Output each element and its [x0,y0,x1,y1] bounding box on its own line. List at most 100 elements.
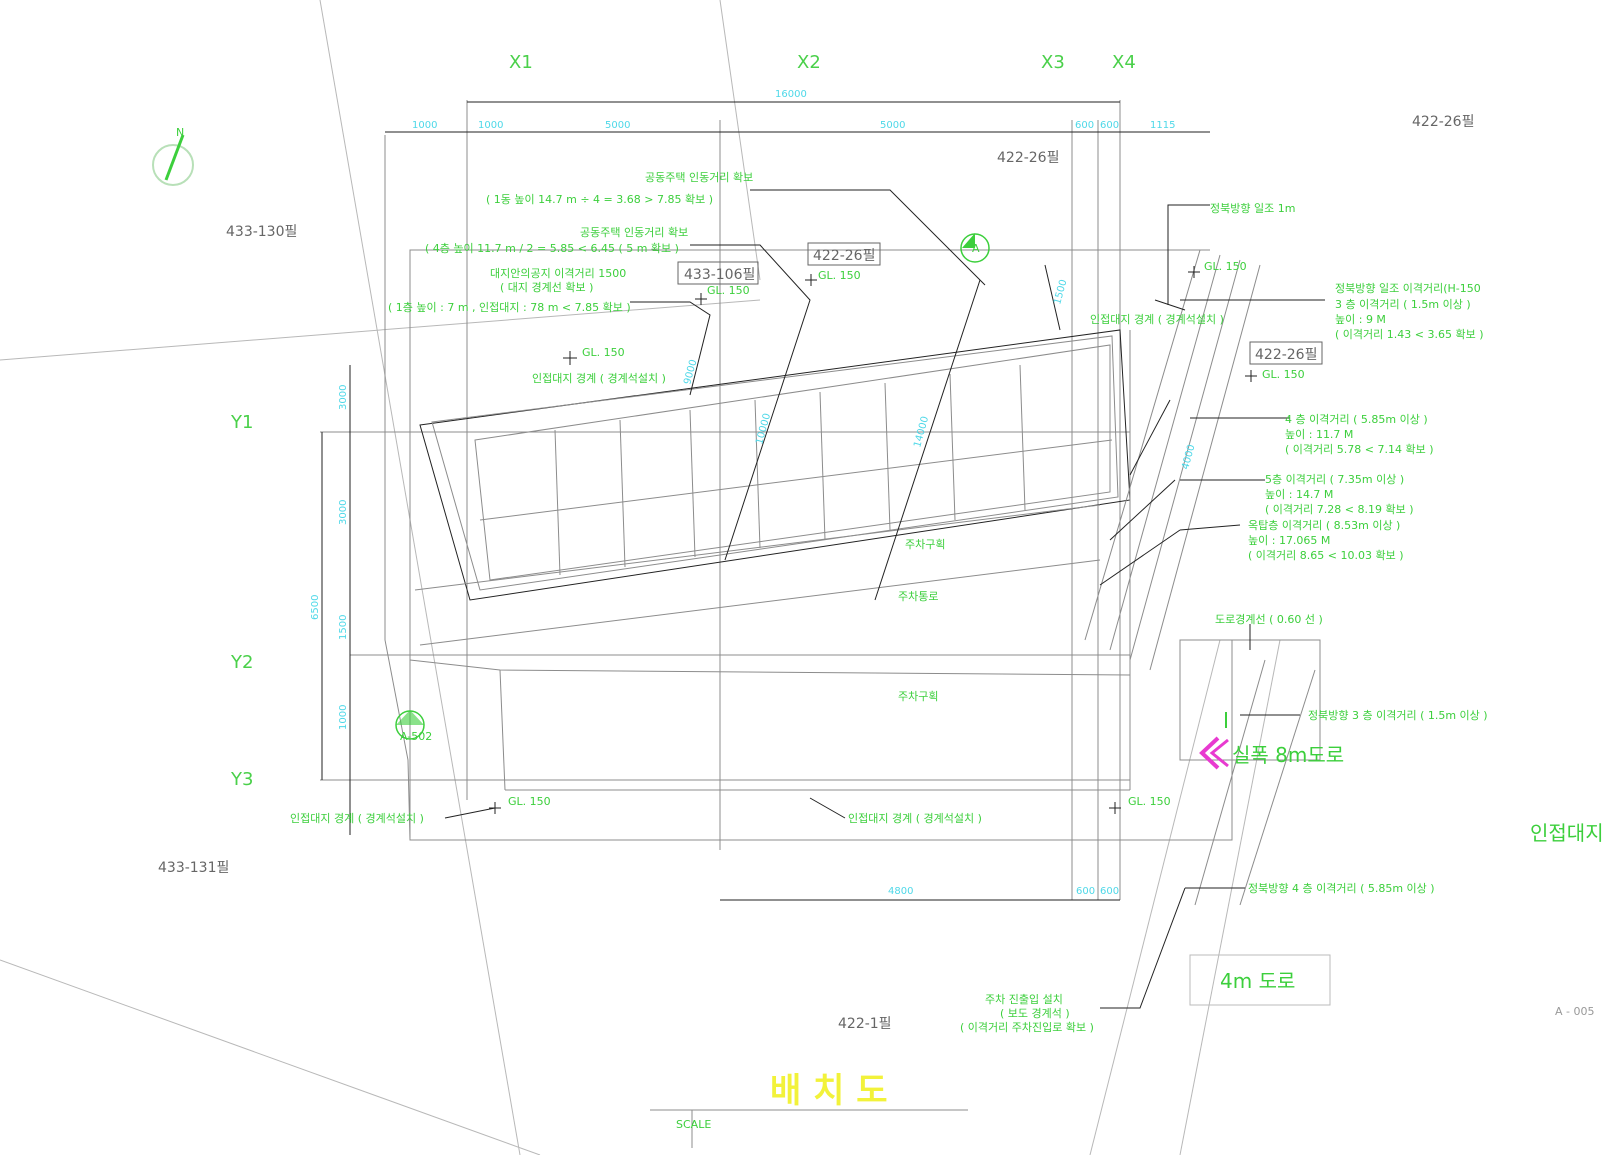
note-9a: 5층 이격거리 ( 7.35m 이상 ) [1265,473,1404,486]
note-3c: ( 1층 높이 : 7 m , 인접대지 : 78 m < 7.85 확보 ) [388,301,631,314]
note-17: 주차구획 [905,538,945,551]
svg-text:A: A [972,242,980,255]
note-9c: ( 이격거리 7.28 < 8.19 확보 ) [1265,503,1413,516]
grid-label-x2: X2 [797,52,821,73]
note-8b: 높이 : 11.7 M [1285,428,1353,441]
gl-label-7: GL. 150 [1128,795,1171,808]
dim-left-4: 1000 [338,705,349,730]
four-m-road-box [1189,954,1331,1006]
lot-422-1: 422-1필 [838,1016,892,1032]
grid-label-y2: Y2 [230,652,253,673]
lot-433-131: 433-131필 [158,860,229,876]
note-12: 정북방향 3 층 이격거리 ( 1.5m 이상 ) [1308,709,1488,722]
grid-labels: X1 X2 X3 X4 Y1 Y2 Y3 [230,52,1136,790]
note-16: 인접대지 경계 ( 경계석설치 ) [848,812,982,825]
gl-label-3: GL. 150 [818,269,861,282]
grid-label-x3: X3 [1041,52,1065,73]
svg-text:A-502: A-502 [400,730,432,743]
note-6: 정북방향 일조 1m [1210,201,1295,215]
note-7b: 3 층 이격거리 ( 1.5m 이상 ) [1335,298,1471,311]
dim-top-overall: 16000 [775,89,807,100]
lot-422-26-box2: 422-26필 [1255,347,1317,363]
note-19: 주차구획 [898,690,938,703]
dim-top-5: 600 [1075,120,1094,131]
dimension-texts: 16000 1000 1000 5000 5000 600 600 1115 4… [310,89,1197,897]
road-direction-arrow-icon [1199,712,1229,770]
note-8a: 4 층 이격거리 ( 5.85m 이상 ) [1285,413,1428,426]
grid-label-y3: Y3 [230,769,253,790]
note-10b: 높이 : 17.065 M [1248,534,1330,547]
gl-label-5: GL. 150 [1262,368,1305,381]
dim-left-3: 1500 [338,615,349,640]
dim-top-3: 5000 [605,120,630,131]
drawing-title: 배 치 도 [770,1071,888,1111]
note-1a: 공동주택 인동거리 확보 [645,171,753,184]
dim-left-2: 3000 [338,500,349,525]
note-7a: 정북방향 일조 이격거리(H-150 [1335,281,1481,295]
grid-label-x4: X4 [1112,52,1136,73]
dim-top-6: 600 [1100,120,1119,131]
lot-box-422-26-b [1249,341,1323,365]
note-15: 인접대지 경계 ( 경계석설치 ) [290,812,424,825]
annotation-notes: 공동주택 인동거리 확보 ( 1동 높이 14.7 m ÷ 4 = 3.68 >… [290,171,1488,1034]
north-arrow-icon: N [152,126,194,186]
dimension-lines [321,101,1210,901]
note-7d: ( 이격거리 1.43 < 3.65 확보 ) [1335,328,1483,341]
note-8c: ( 이격거리 5.78 < 7.14 확보 ) [1285,443,1433,456]
lot-422-26-box1: 422-26필 [813,248,875,264]
note-5: 인접대지 경계 ( 경계석설치 ) [1090,313,1224,326]
gl-label-6: GL. 150 [508,795,551,808]
svg-text:N: N [176,126,184,139]
gl-label-4: GL. 150 [1204,260,1247,273]
lot-433-106-box: 433-106필 [684,267,755,283]
drawing-title-block: 배 치 도 SCALE [650,1071,968,1148]
note-3b: ( 대지 경계선 확보 ) [500,281,593,294]
gl-label-2: GL. 150 [707,284,750,297]
setback-lines [1084,249,1321,906]
note-14a: 주차 진출입 설치 [985,993,1063,1006]
dim-diag-1: 10000 [754,412,773,446]
lot-box-422-26-a [807,242,881,266]
note-11: 도로경계선 ( 0.60 선 ) [1215,613,1323,626]
dim-bottom-3: 600 [1100,886,1119,897]
road-label-4m: 4m 도로 [1220,969,1295,993]
note-1b: ( 1동 높이 14.7 m ÷ 4 = 3.68 > 7.85 확보 ) [486,193,713,206]
note-10c: ( 이격거리 8.65 < 10.03 확보 ) [1248,549,1403,562]
grid-label-y1: Y1 [230,412,253,433]
road-label-east: 실폭 8m도로 [1232,743,1344,767]
note-3a: 대지안의공지 이격거리 1500 [490,267,626,280]
note-13: 정북방향 4 층 이격거리 ( 5.85m 이상 ) [1248,882,1435,895]
leader-lines [444,189,1325,1009]
road-label-right-edge: 인접대지 [1530,821,1604,845]
building-outline [409,329,1131,791]
dim-left-1: 3000 [338,385,349,410]
site-boundary [384,135,1233,841]
dim-top-7: 1115 [1150,120,1175,131]
note-7c: 높이 : 9 M [1335,313,1386,326]
lot-box-433-106 [677,261,759,285]
note-14c: ( 이격거리 주차진입로 확보 ) [960,1021,1094,1034]
note-2b: ( 4층 높이 11.7 m / 2 = 5.85 < 6.45 ( 5 m 확… [425,242,679,255]
note-2a: 공동주택 인동거리 확보 [580,226,688,239]
note-4: 인접대지 경계 ( 경계석설치 ) [532,372,666,385]
dim-diag-3: 9000 [682,358,699,385]
background-lot-lines [0,0,1281,1155]
sheet-number: A - 005 [1555,1005,1594,1018]
section-marker-left: A-502 [395,710,432,743]
svg-text:SCALE: SCALE [676,1118,711,1131]
note-14b: ( 보도 경계석 ) [1000,1007,1070,1020]
dim-left-overall: 6500 [310,595,321,620]
dim-top-2: 1000 [478,120,503,131]
note-18: 주차통로 [898,590,938,603]
level-markers [489,266,1257,814]
lot-labels: 422-26필 422-26필 433-130필 433-131필 422-1필… [158,114,1474,1032]
dim-bottom-2: 600 [1076,886,1095,897]
dim-diag-5: 1500 [1052,278,1069,305]
section-marker-top: A [960,233,990,263]
lot-433-130: 433-130필 [226,224,297,240]
dim-bottom-1: 4800 [888,886,913,897]
note-9b: 높이 : 14.7 M [1265,488,1333,501]
note-10a: 옥탑층 이격거리 ( 8.53m 이상 ) [1248,519,1400,532]
gl-label-1: GL. 150 [582,346,625,359]
